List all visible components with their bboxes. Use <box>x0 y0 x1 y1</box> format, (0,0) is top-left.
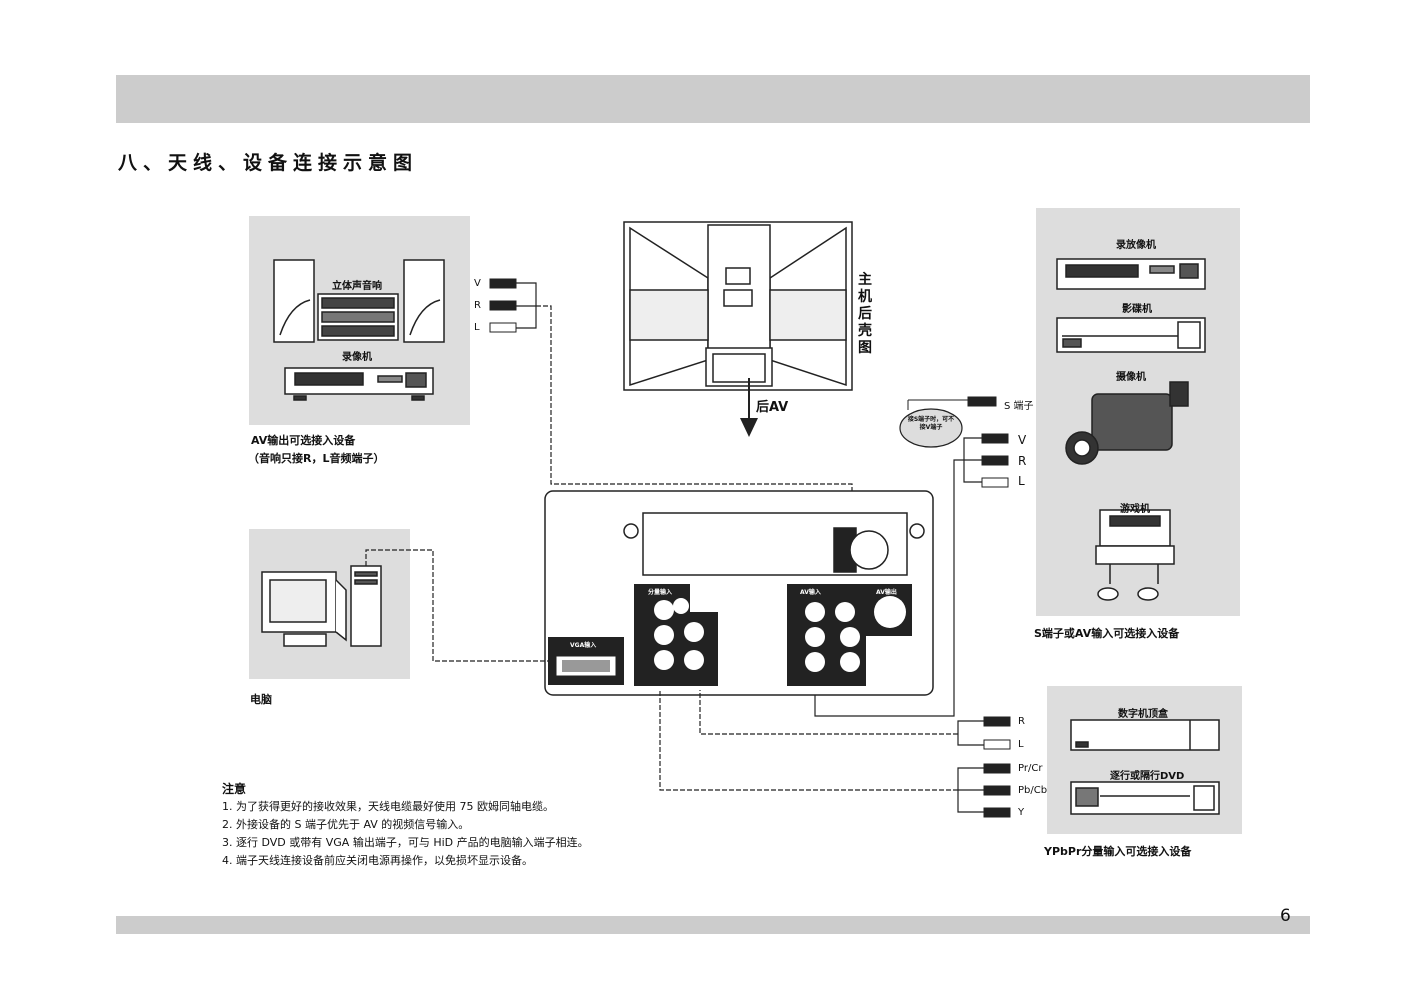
dvd-devices-drawing <box>1070 719 1220 815</box>
stereo-label: 立体声音响 <box>332 281 382 292</box>
right-jack-l-label: L <box>1018 474 1025 488</box>
info-bubble-text: 接S端子时，可不接V端子 <box>907 416 955 431</box>
dvd-jack-l-label: L <box>1018 739 1024 750</box>
note-item: 4. 端子天线连接设备前应关闭电源再操作，以免损坏显示设备。 <box>222 854 533 867</box>
dvd-jack-r-label: R <box>1018 716 1025 727</box>
right-caption: S端子或AV输入可选接入设备 <box>1034 627 1180 640</box>
dvd-jack-y-label: Y <box>1018 807 1025 818</box>
rear-av-arrow <box>740 378 758 437</box>
stereo-jack-l-label: L <box>474 322 480 333</box>
right-jack-v-label: V <box>1018 433 1027 447</box>
right-vcr-label: 录放像机 <box>1116 240 1156 251</box>
dvd-caption: YPbPr分量输入可选接入设备 <box>1044 845 1192 858</box>
notes-section: 注意 1. 为了获得更好的接收效果，天线电缆最好使用 75 欧姆同轴电缆。 2.… <box>222 780 589 870</box>
right-jack-s-label: S 端子 <box>1004 401 1034 412</box>
rear-av-label: 后AV <box>756 400 789 415</box>
stereo-caption-2: （音响只接R，L音频端子） <box>248 452 385 465</box>
stereo-jack-r-label: R <box>474 300 481 311</box>
vga-port <box>548 637 624 685</box>
dvd-jack-pr-label: Pr/Cr <box>1018 763 1043 774</box>
tv-rear-drawing <box>623 221 853 391</box>
page-number: 6 <box>1280 906 1291 926</box>
stereo-system-drawing <box>273 259 445 401</box>
right-devices-drawing <box>1056 258 1206 601</box>
stb-label: 数字机顶盒 <box>1118 709 1168 720</box>
page-title: 八、天线、设备连接示意图 <box>118 152 419 174</box>
camcorder-label: 摄像机 <box>1116 372 1146 383</box>
av-in-label: AV输入 <box>800 589 821 596</box>
pc-caption: 电脑 <box>250 693 272 706</box>
vcd-label: 影碟机 <box>1122 304 1152 315</box>
info-bubble <box>899 399 968 448</box>
dvd-jack-pb-label: Pb/Cb <box>1018 785 1048 796</box>
av-port-block <box>787 584 912 686</box>
vga-label: VGA输入 <box>570 642 597 649</box>
vcr-label: 录像机 <box>342 352 372 363</box>
note-item: 3. 逐行 DVD 或带有 VGA 输出端子，可与 HiD 产品的电脑输入端子相… <box>222 836 589 849</box>
footer-bar <box>116 916 1310 934</box>
av-out-label: AV输出 <box>876 589 897 596</box>
ypbpr-port-block <box>634 584 718 686</box>
notes-heading: 注意 <box>222 782 247 796</box>
ypbpr-label: 分量输入 <box>648 589 673 596</box>
dvd-label: 逐行或隔行DVD <box>1110 771 1185 782</box>
note-item: 2. 外接设备的 S 端子优先于 AV 的视频信号输入。 <box>222 818 470 831</box>
note-item: 1. 为了获得更好的接收效果，天线电缆最好使用 75 欧姆同轴电缆。 <box>222 800 554 813</box>
stereo-jacks <box>489 278 517 333</box>
right-jacks <box>967 396 1009 488</box>
computer-drawing <box>261 565 382 647</box>
right-jack-r-label: R <box>1018 454 1027 468</box>
header-bar <box>116 75 1310 123</box>
ypbpr-jacks <box>983 716 1011 818</box>
stereo-caption-1: AV输出可选接入设备 <box>251 434 356 447</box>
game-console-label: 游戏机 <box>1120 504 1150 515</box>
stereo-jack-v-label: V <box>474 278 481 289</box>
tv-rear-label: 主机后壳图 <box>858 272 872 356</box>
